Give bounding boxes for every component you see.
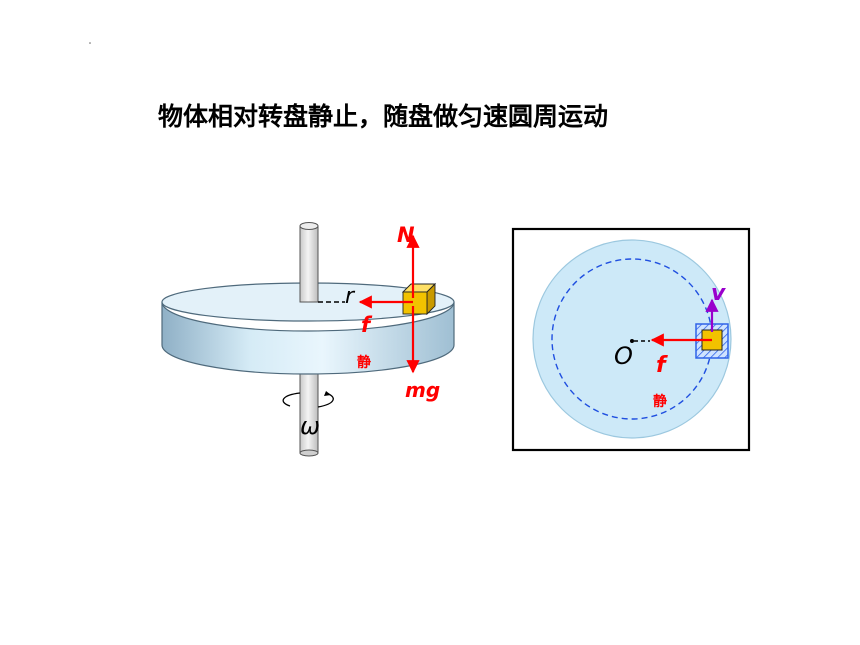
radius-label: r xyxy=(345,284,356,309)
friction-label-top: f xyxy=(656,353,668,378)
page-title: 物体相对转盘静止，随盘做匀速圆周运动 xyxy=(158,102,608,131)
stray-dot xyxy=(89,42,91,44)
rotation-arrowhead xyxy=(324,391,331,396)
friction-subscript-top: 静 xyxy=(653,393,667,410)
normal-force-label: N xyxy=(397,223,415,247)
side-view-diagram: r N mg f 静 ω xyxy=(161,222,455,457)
center-label: O xyxy=(614,342,633,370)
shaft-upper xyxy=(299,225,319,303)
rotation-arc-left xyxy=(282,392,301,407)
turntable-rim xyxy=(161,301,455,375)
shaft-top-cap xyxy=(299,222,319,230)
velocity-label: v xyxy=(711,281,726,306)
block-cube xyxy=(401,282,437,316)
shaft-bottom-cap xyxy=(299,449,319,457)
friction-subscript: 静 xyxy=(357,354,371,371)
center-point xyxy=(630,339,634,343)
top-view-diagram: O v f 静 xyxy=(511,227,751,452)
gravity-label: mg xyxy=(405,378,440,402)
omega-label: ω xyxy=(300,412,320,440)
friction-label: f xyxy=(361,313,373,337)
